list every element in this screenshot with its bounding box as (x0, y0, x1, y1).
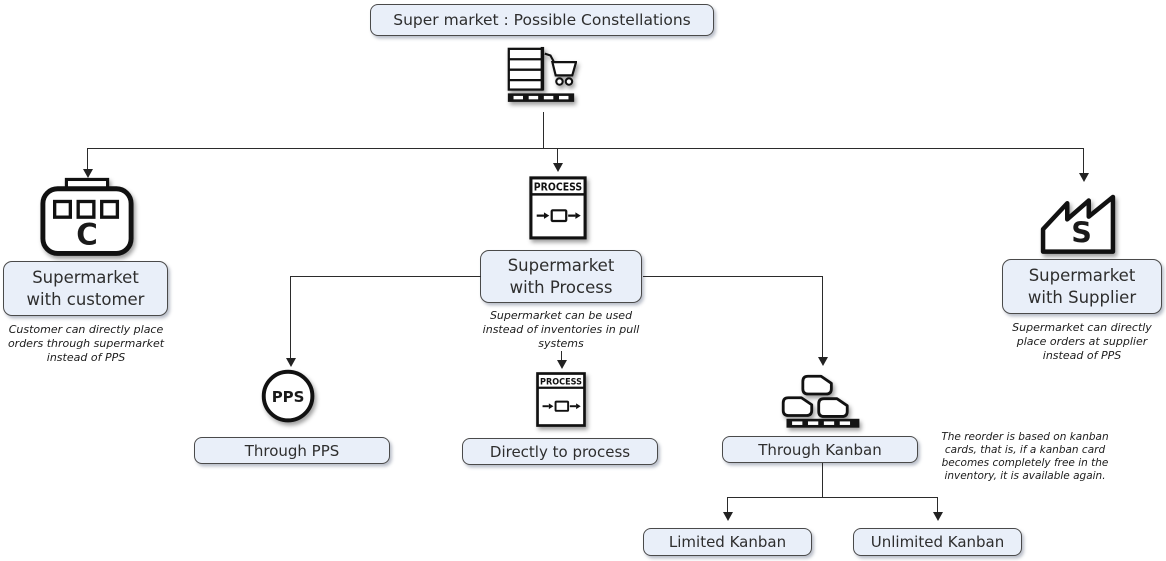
supermarket-cart-icon (507, 46, 577, 102)
kanban-cards-icon (781, 374, 860, 428)
option-label: Through PPS (244, 441, 340, 460)
diagram-title-text: Super market : Possible Constellations (393, 11, 691, 29)
arrowhead-pps (285, 358, 296, 367)
caption-supplier: Supermarket can directly place orders at… (1012, 321, 1152, 362)
connector-to-pps-v (290, 276, 292, 360)
node-label-line1: Supermarket (32, 268, 139, 288)
arrowhead-process (552, 163, 563, 172)
process-icon-label: PROCESS (534, 180, 582, 193)
option-through-pps: Through PPS (194, 437, 390, 464)
option-label: Through Kanban (758, 440, 882, 459)
connector-kanban-rail (727, 497, 938, 499)
diagram-title: Super market : Possible Constellations (370, 4, 714, 36)
connector-to-direct (561, 351, 563, 362)
node-unlimited-kanban: Unlimited Kanban (853, 528, 1022, 556)
process-icon-small: PROCESS (536, 372, 586, 427)
caption-process: Supermarket can be used instead of inven… (482, 309, 640, 350)
customer-letter: C (76, 218, 98, 252)
supplier-factory-icon: S (1040, 194, 1116, 254)
option-directly-to-process: Directly to process (462, 438, 658, 465)
connector-to-pps-h (290, 276, 481, 278)
node-label-line2: with Process (509, 277, 613, 297)
arrowhead-unlimited (932, 512, 943, 521)
kanban-note: The reorder is based on kanban cards, th… (941, 431, 1109, 483)
supplier-letter: S (1071, 216, 1092, 250)
connector-drop-unlimited (937, 497, 939, 514)
connector-to-kanban-v (822, 276, 824, 359)
option-label: Unlimited Kanban (870, 533, 1005, 551)
process-icon-label: PROCESS (540, 376, 582, 387)
connector-to-kanban-h (643, 276, 823, 278)
connector-drop-limited (727, 497, 729, 514)
arrowhead-limited (722, 512, 733, 521)
arrowhead-direct (556, 360, 567, 369)
node-limited-kanban: Limited Kanban (643, 528, 812, 556)
pps-icon: PPS (261, 369, 315, 423)
node-label-line2: with customer (26, 289, 145, 309)
arrowhead-customer (82, 169, 93, 178)
node-label-line1: Supermarket (1028, 266, 1136, 286)
node-supermarket-with-customer: Supermarket with customer (3, 261, 168, 316)
option-through-kanban: Through Kanban (722, 436, 918, 463)
customer-icon: C (40, 177, 134, 256)
connector-drop-supplier (1083, 148, 1085, 175)
node-supermarket-with-process: Supermarket with Process (480, 250, 642, 303)
connector-cart-stem (543, 112, 545, 148)
option-label: Limited Kanban (668, 533, 787, 551)
node-supermarket-with-supplier: Supermarket with Supplier (1002, 259, 1162, 314)
connector-drop-customer (87, 148, 89, 171)
node-label-line2: with Supplier (1027, 287, 1137, 307)
connector-top-rail (87, 148, 1084, 150)
caption-customer: Customer can directly place orders throu… (7, 323, 165, 364)
pps-icon-label: PPS (272, 388, 305, 406)
node-label-line1: Supermarket (507, 256, 615, 276)
process-icon: PROCESS (529, 176, 587, 240)
arrowhead-supplier (1078, 173, 1089, 182)
connector-drop-process (557, 148, 559, 165)
arrowhead-kanban (817, 357, 828, 366)
option-label: Directly to process (489, 442, 631, 461)
connector-kanban-stem (822, 463, 824, 498)
